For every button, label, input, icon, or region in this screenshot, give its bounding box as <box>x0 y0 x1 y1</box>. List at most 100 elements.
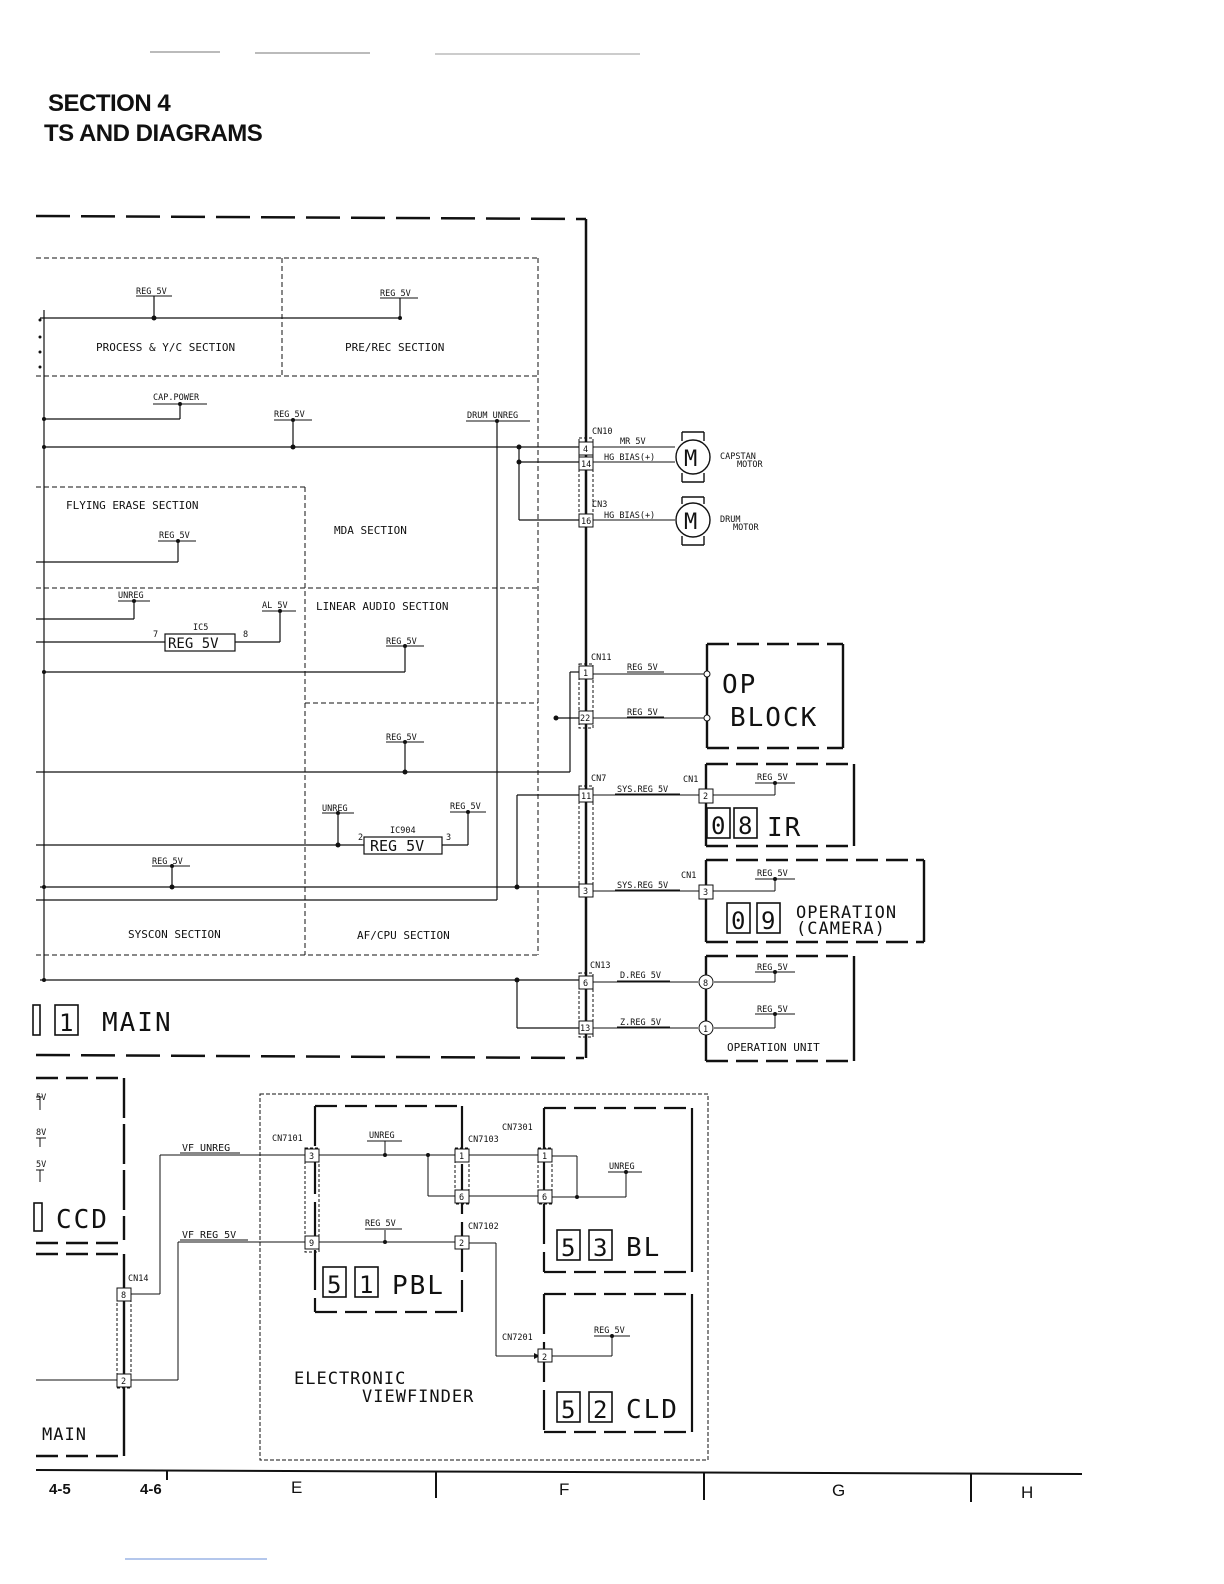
pre-rec-section-label: PRE/REC SECTION <box>345 341 444 354</box>
pin-number: 2 <box>121 1377 126 1387</box>
grid-column-h: H <box>1021 1483 1034 1502</box>
connector-label: CN7103 <box>468 1135 499 1145</box>
net-label: REG 5V <box>757 773 788 783</box>
operation-camera-title: (CAMERA) <box>796 919 886 939</box>
pin-number: 1 <box>542 1152 547 1162</box>
board-number-box <box>726 902 751 934</box>
connector-label: CN7201 <box>502 1333 533 1343</box>
net-label: AL 5V <box>262 601 288 611</box>
main-board-title: MAIN <box>102 1008 173 1038</box>
net-label-partial: 5V <box>36 1160 46 1170</box>
process-yc-section-label: PROCESS & Y/C SECTION <box>96 341 235 354</box>
net-label: UNREG <box>118 591 144 601</box>
section-title: TS AND DIAGRAMS <box>44 120 263 147</box>
pin-number: 6 <box>459 1193 464 1203</box>
board-number: 2 <box>593 1396 607 1424</box>
op-block-title: OP <box>722 670 757 700</box>
ic5-label: IC5 <box>193 623 208 633</box>
drum-motor-label: MOTOR <box>733 523 759 533</box>
pin-number: 6 <box>583 979 588 989</box>
board-number: 1 <box>359 1271 373 1299</box>
operation-unit-title: OPERATION UNIT <box>727 1041 820 1054</box>
board-number-box <box>354 1266 379 1298</box>
pin-number: 1 <box>459 1152 464 1162</box>
bl-board-title: BL <box>626 1233 661 1263</box>
net-label: REG 5V <box>627 663 658 673</box>
pin-number: 3 <box>703 888 708 898</box>
capstan-motor-label: CAPSTAN <box>720 452 756 462</box>
section-number: SECTION 4 <box>48 90 171 117</box>
net-label: Z.REG 5V <box>620 1018 661 1028</box>
board-number-box <box>32 1004 41 1036</box>
pin-number: 1 <box>703 1025 708 1035</box>
pin-number: 9 <box>309 1239 314 1249</box>
connector-label: CN3 <box>592 500 607 510</box>
grid-column-f: F <box>559 1480 570 1499</box>
board-number: 0 <box>711 812 725 840</box>
pin-number: 11 <box>581 792 591 802</box>
net-label: SYS.REG 5V <box>617 785 668 795</box>
page-number-right: 4-6 <box>140 1481 162 1498</box>
net-label: UNREG <box>609 1162 635 1172</box>
pin-number: 6 <box>542 1193 547 1203</box>
pin-number: 1 <box>583 669 588 679</box>
board-number-box <box>706 807 731 839</box>
electronic-viewfinder-title: ELECTRONIC <box>294 1369 406 1389</box>
net-label: UNREG <box>322 804 348 814</box>
connector-label: CN7102 <box>468 1222 499 1232</box>
capstan-motor-label: MOTOR <box>737 460 763 470</box>
pin-number: 3 <box>309 1152 314 1162</box>
net-label-partial: 5V <box>36 1093 46 1103</box>
ic904-label: IC904 <box>390 826 416 836</box>
ccd-board-title: CCD <box>56 1205 109 1235</box>
op-block-title: BLOCK <box>730 703 818 733</box>
connector-label: CN7301 <box>502 1123 533 1133</box>
syscon-section-label: SYSCON SECTION <box>128 928 221 941</box>
pin-number: 13 <box>580 1024 590 1034</box>
net-label: HG BIAS(+) <box>604 453 655 463</box>
connector-label: CN7 <box>591 774 606 784</box>
ir-block-title: IR <box>767 813 802 843</box>
pin-number: 2 <box>358 833 363 843</box>
net-label: MR 5V <box>620 437 646 447</box>
board-number: 8 <box>738 812 752 840</box>
drum-motor-symbol: M <box>684 510 697 535</box>
board-number: 3 <box>593 1234 607 1262</box>
board-number-box <box>588 1229 613 1261</box>
flying-erase-section-label: FLYING ERASE SECTION <box>66 499 198 512</box>
board-number: 5 <box>561 1396 575 1424</box>
main-board-title-lower: MAIN <box>42 1425 87 1445</box>
net-label: REG 5V <box>627 708 658 718</box>
net-label: D.REG 5V <box>620 971 661 981</box>
net-label: REG 5V <box>274 410 305 420</box>
pin-number: 2 <box>459 1239 464 1249</box>
connector-label: CN14 <box>128 1274 148 1284</box>
board-number: 0 <box>731 907 745 935</box>
af-cpu-section-label: AF/CPU SECTION <box>357 929 450 942</box>
net-label: REG 5V <box>365 1219 396 1229</box>
ic5-regulator-box: REG 5V <box>168 636 219 652</box>
net-label: REG 5V <box>450 802 481 812</box>
connector-label: CN13 <box>590 961 610 971</box>
pin-number: 8 <box>703 979 708 989</box>
connector-label: CN7101 <box>272 1134 303 1144</box>
pin-number: 16 <box>581 517 591 527</box>
board-number-box <box>322 1266 347 1298</box>
board-number-box <box>54 1004 79 1036</box>
net-label: REG 5V <box>386 733 417 743</box>
net-label: REG 5V <box>757 963 788 973</box>
grid-column-g: G <box>832 1481 846 1500</box>
net-label: DRUM UNREG <box>467 411 518 421</box>
board-number-box <box>733 807 758 839</box>
operation-camera-title: OPERATION <box>796 903 897 923</box>
pin-number: 4 <box>583 445 588 455</box>
pin-number: 14 <box>581 460 591 470</box>
pin-number: 2 <box>542 1353 547 1363</box>
ic904-regulator-box: REG 5V <box>370 837 424 855</box>
pin-number: 2 <box>703 792 708 802</box>
net-label: REG 5V <box>757 1005 788 1015</box>
board-number-box <box>756 902 781 934</box>
connector-label: CN11 <box>591 653 611 663</box>
board-number: 5 <box>327 1271 341 1299</box>
